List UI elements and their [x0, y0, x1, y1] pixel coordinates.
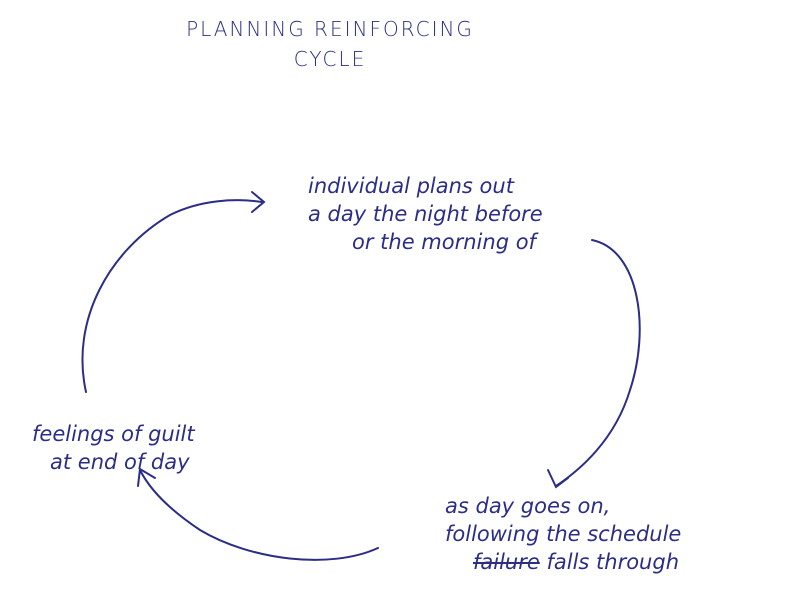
- struck-word: failure: [473, 550, 540, 574]
- node-guilt-line-2: at end of day: [50, 450, 190, 474]
- node-planning-line-2: a day the night before: [308, 202, 543, 226]
- node-guilt-line-1: feelings of guilt: [32, 422, 195, 446]
- node-falls-line-3: falls through: [546, 550, 680, 574]
- diagram-title: PLANNING REINFORCING CYCLE: [160, 14, 500, 74]
- arrowhead-guilt: [137, 467, 156, 487]
- node-planning-line-3: or the morning of: [352, 230, 536, 254]
- title-line-2: CYCLE: [293, 47, 367, 71]
- node-planning: individual plans out a day the night bef…: [308, 172, 543, 256]
- node-planning-line-1: individual plans out: [308, 174, 514, 198]
- arrowhead-falls: [547, 469, 569, 489]
- node-falls-through: as day goes on, following the schedule f…: [445, 492, 681, 576]
- title-line-1: PLANNING REINFORCING: [186, 17, 474, 41]
- node-guilt: feelings of guilt at end of day: [32, 420, 195, 476]
- node-falls-line-2: following the schedule: [445, 522, 682, 546]
- arrow-falls-to-guilt: [139, 469, 379, 561]
- node-falls-line-1: as day goes on,: [445, 494, 611, 518]
- arrow-guilt-to-planning: [81, 199, 263, 393]
- arrowhead-planning: [251, 191, 266, 213]
- arrow-planning-to-falls: [555, 239, 641, 487]
